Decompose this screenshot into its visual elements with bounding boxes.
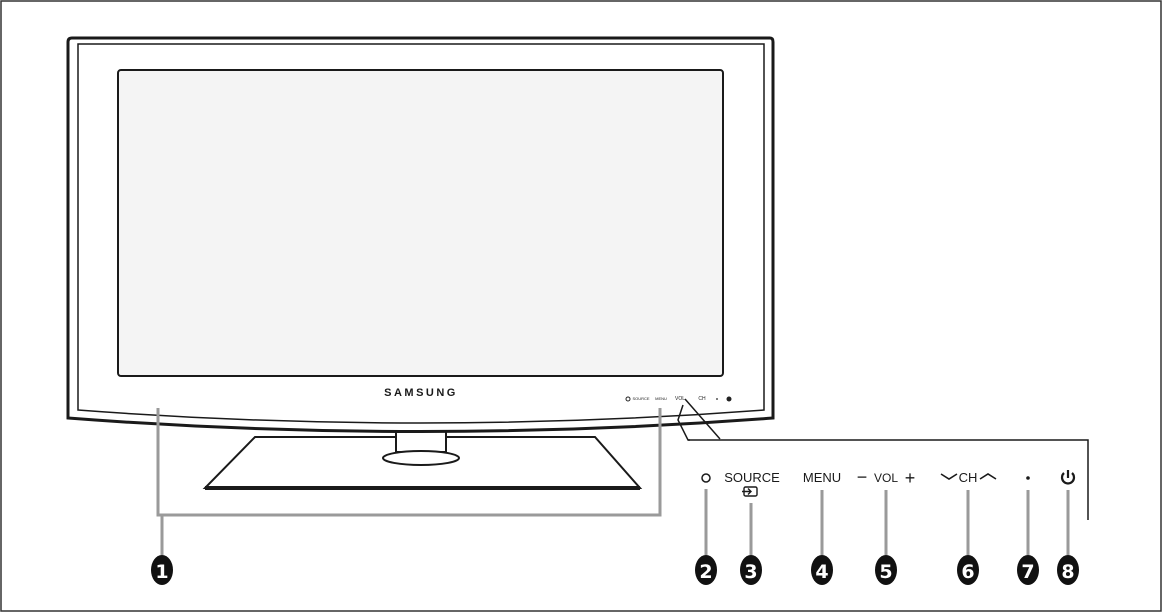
zoom-line-right	[684, 398, 721, 440]
mini-vol-label: VOL	[675, 396, 685, 402]
brand-logo: SAMSUNG	[384, 387, 458, 399]
source-button-label: SOURCE	[724, 470, 780, 485]
callout-6-number: 6	[961, 561, 974, 583]
mini-source-label: SOURCE	[632, 396, 649, 401]
callout-8-number: 8	[1061, 561, 1074, 583]
mini-indicator-icon	[716, 398, 718, 400]
callout-3: 3	[740, 555, 762, 585]
callout-5: 5	[875, 555, 897, 585]
callout-8: 8	[1057, 555, 1079, 585]
leader-line-1	[156, 408, 662, 517]
menu-button-label: MENU	[803, 470, 841, 485]
callout-4: 4	[811, 555, 833, 585]
tv-screen	[117, 69, 724, 377]
callout-2-number: 2	[699, 561, 712, 583]
power-indicator-icon	[1026, 476, 1030, 480]
callout-5-number: 5	[879, 561, 892, 583]
callout-1: 1	[151, 555, 173, 585]
callout-2: 2	[695, 555, 717, 585]
ch-button-label: CH	[959, 470, 978, 485]
source-input-icon	[742, 486, 758, 497]
callout-6: 6	[957, 555, 979, 585]
leader-lines	[156, 408, 1070, 555]
vol-minus-button: −	[857, 467, 868, 487]
ch-down-icon	[940, 473, 958, 480]
callout-4-number: 4	[815, 561, 828, 583]
power-icon	[1060, 470, 1076, 485]
ch-up-icon	[979, 473, 997, 480]
vol-button-label: VOL	[874, 471, 898, 485]
tv-mini-control-strip: SOURCE MENU VOL CH	[625, 396, 732, 402]
mini-sensor-icon	[625, 396, 631, 402]
stand-neck-foot	[382, 450, 460, 466]
callout-1-number: 1	[155, 561, 168, 583]
mini-power-icon	[726, 396, 732, 402]
vol-plus-button: +	[905, 468, 916, 488]
tv-bezel-inner-line	[77, 43, 765, 424]
mini-menu-label: MENU	[655, 396, 667, 401]
callout-7-number: 7	[1021, 561, 1034, 583]
callout-7: 7	[1017, 555, 1039, 585]
callout-3-number: 3	[744, 561, 757, 583]
mini-ch-label: CH	[698, 396, 706, 402]
remote-sensor-icon	[701, 473, 711, 483]
enlarged-panel-frame	[688, 439, 1089, 520]
